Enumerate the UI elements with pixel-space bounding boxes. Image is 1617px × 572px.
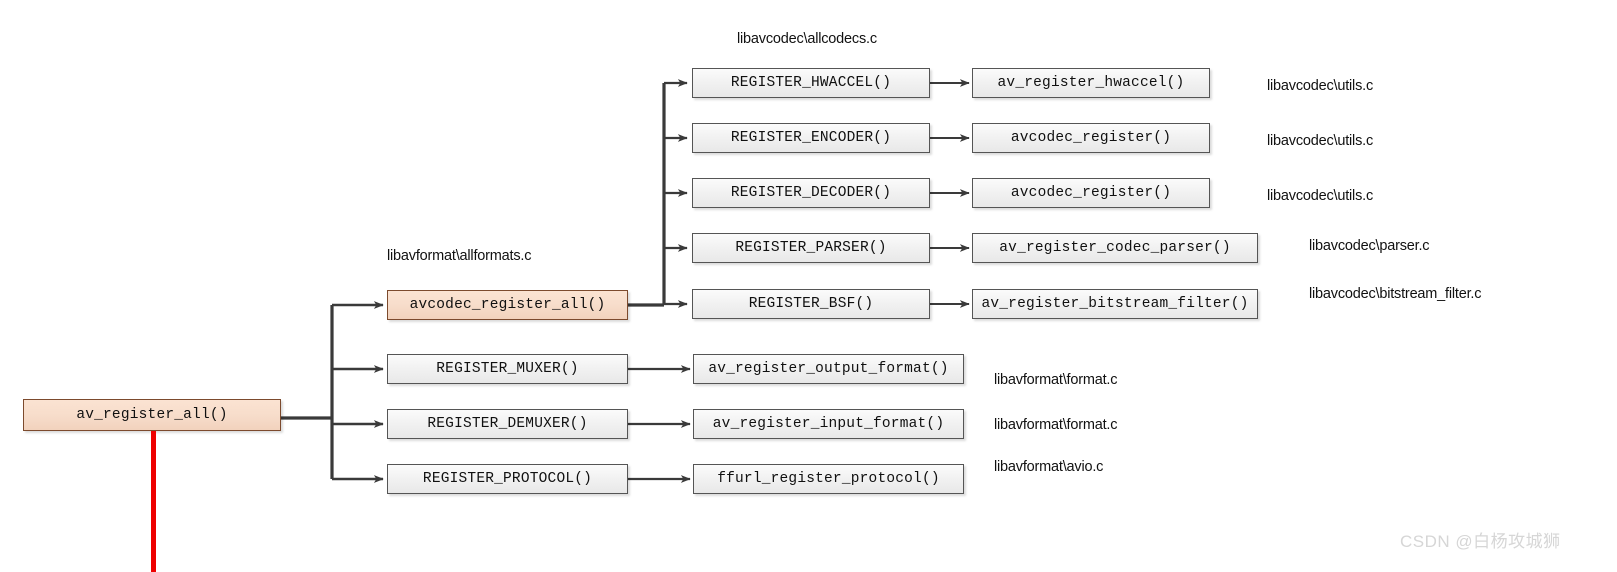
node-avcodec-register-encoder[interactable]: avcodec_register() — [972, 123, 1210, 153]
node-av-register-hwaccel[interactable]: av_register_hwaccel() — [972, 68, 1210, 98]
file-label-avio: libavformat\avio.c — [994, 459, 1104, 475]
node-avcodec-register-decoder[interactable]: avcodec_register() — [972, 178, 1210, 208]
node-av-register-bitstream-filter[interactable]: av_register_bitstream_filter() — [972, 289, 1258, 319]
node-register-demuxer[interactable]: REGISTER_DEMUXER() — [387, 409, 628, 439]
node-avcodec-register-all[interactable]: avcodec_register_all() — [387, 290, 628, 320]
node-register-protocol[interactable]: REGISTER_PROTOCOL() — [387, 464, 628, 494]
node-register-bsf[interactable]: REGISTER_BSF() — [692, 289, 930, 319]
section-title-allformats: libavformat\allformats.c — [387, 248, 532, 264]
red-marker-line — [151, 431, 156, 572]
node-av-register-input-format[interactable]: av_register_input_format() — [693, 409, 964, 439]
file-label-encoder: libavcodec\utils.c — [1267, 133, 1374, 149]
file-label-parser: libavcodec\parser.c — [1309, 238, 1430, 254]
node-register-muxer[interactable]: REGISTER_MUXER() — [387, 354, 628, 384]
node-ffurl-register-protocol[interactable]: ffurl_register_protocol() — [693, 464, 964, 494]
node-register-parser[interactable]: REGISTER_PARSER() — [692, 233, 930, 263]
watermark: CSDN @白杨攻城狮 — [1400, 532, 1561, 551]
node-register-encoder[interactable]: REGISTER_ENCODER() — [692, 123, 930, 153]
file-label-decoder: libavcodec\utils.c — [1267, 188, 1374, 204]
node-register-decoder[interactable]: REGISTER_DECODER() — [692, 178, 930, 208]
file-label-bitstream-filter: libavcodec\bitstream_filter.c — [1309, 286, 1482, 302]
file-label-output-format: libavformat\format.c — [994, 372, 1118, 388]
node-av-register-codec-parser[interactable]: av_register_codec_parser() — [972, 233, 1258, 263]
node-av-register-output-format[interactable]: av_register_output_format() — [693, 354, 964, 384]
file-label-hwaccel: libavcodec\utils.c — [1267, 78, 1374, 94]
section-title-allcodecs: libavcodec\allcodecs.c — [737, 31, 877, 47]
file-label-input-format: libavformat\format.c — [994, 417, 1118, 433]
node-av-register-all[interactable]: av_register_all() — [23, 399, 281, 431]
node-register-hwaccel[interactable]: REGISTER_HWACCEL() — [692, 68, 930, 98]
